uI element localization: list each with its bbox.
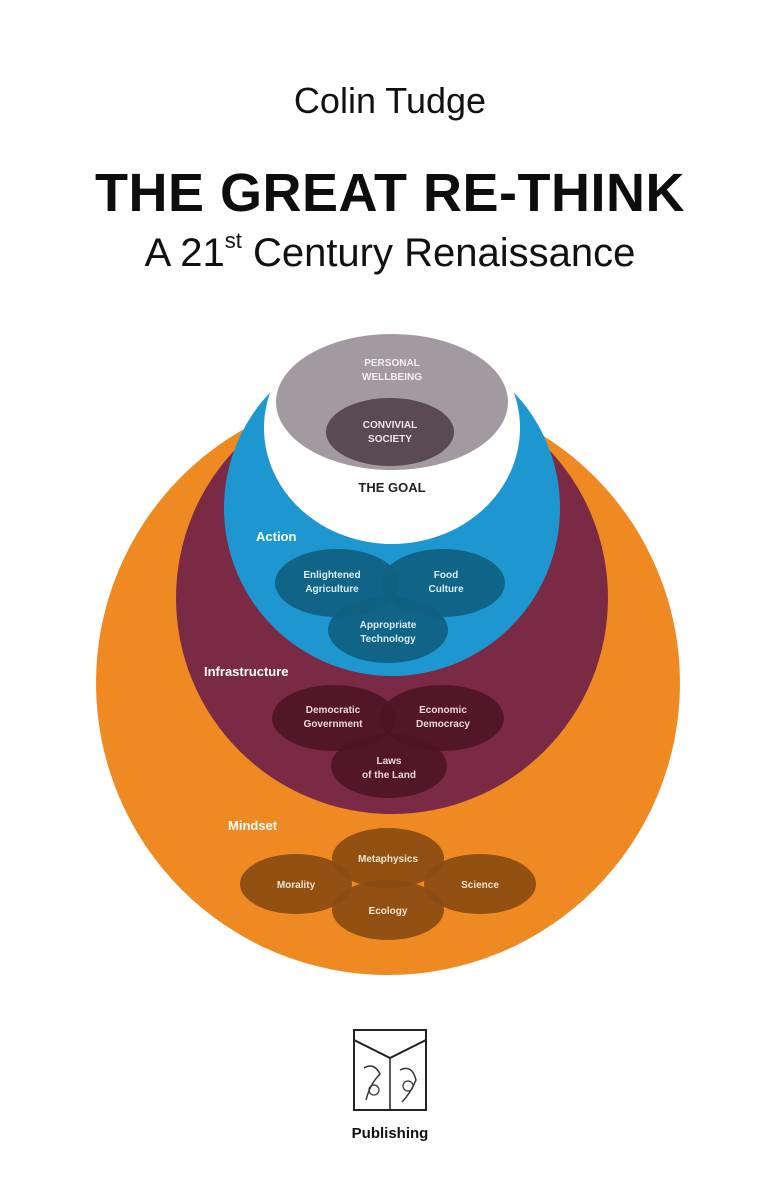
infrastructure-item-line2: Democracy — [416, 719, 470, 730]
mindset-item: Metaphysics — [358, 854, 418, 865]
mindset-item-ellipse — [240, 854, 352, 914]
subtitle-superscript: st — [224, 228, 242, 253]
infrastructure-item-ellipse — [272, 685, 396, 751]
mindset-item: Morality — [277, 880, 316, 891]
society-label-2: SOCIETY — [368, 434, 412, 445]
infrastructure-item-line1: Laws — [376, 756, 401, 767]
book-title: THE GREAT RE-THINK — [95, 163, 685, 223]
subtitle-prefix: A 21 — [144, 231, 225, 275]
subtitle-suffix: Century Renaissance — [241, 231, 636, 275]
infrastructure-item-line2: Government — [304, 719, 364, 730]
mindset-item: Ecology — [369, 906, 408, 917]
infrastructure-item-line1: Economic — [419, 705, 467, 716]
publisher-name: Publishing — [352, 1125, 429, 1142]
wellbeing-label-2: WELLBEING — [362, 372, 422, 383]
publisher-logo: Publishing — [352, 1029, 429, 1142]
mindset-item-ellipse — [332, 880, 444, 940]
book-subtitle: A 21st Century Renaissance — [0, 228, 780, 276]
wellbeing-label-1: PERSONAL — [364, 358, 420, 369]
mindset-item-ellipse — [424, 854, 536, 914]
action-item-line1: Enlightened — [303, 570, 360, 581]
action-item-line2: Culture — [429, 584, 464, 595]
infrastructure-item-ellipse — [331, 734, 447, 798]
author-name: Colin Tudge — [293, 80, 487, 121]
action-item-line1: Food — [434, 570, 458, 581]
infrastructure-item-line2: of the Land — [362, 770, 416, 781]
action-item-line2: Technology — [360, 634, 416, 645]
mindset-item-ellipse — [332, 828, 444, 888]
action-item-ellipse — [328, 597, 448, 663]
action-item-line2: Agriculture — [305, 584, 359, 595]
action-item-line1: Appropriate — [360, 620, 417, 631]
action-label: Action — [256, 529, 297, 544]
infrastructure-label: Infrastructure — [204, 664, 289, 679]
society-label-1: CONVIVIAL — [363, 420, 417, 431]
goal-label: THE GOAL — [358, 480, 425, 495]
infrastructure-item-ellipse — [380, 685, 504, 751]
infrastructure-item-line1: Democratic — [306, 705, 361, 716]
mindset-item: Science — [461, 880, 499, 891]
society-ellipse — [326, 398, 454, 466]
mindset-label: Mindset — [228, 818, 278, 833]
